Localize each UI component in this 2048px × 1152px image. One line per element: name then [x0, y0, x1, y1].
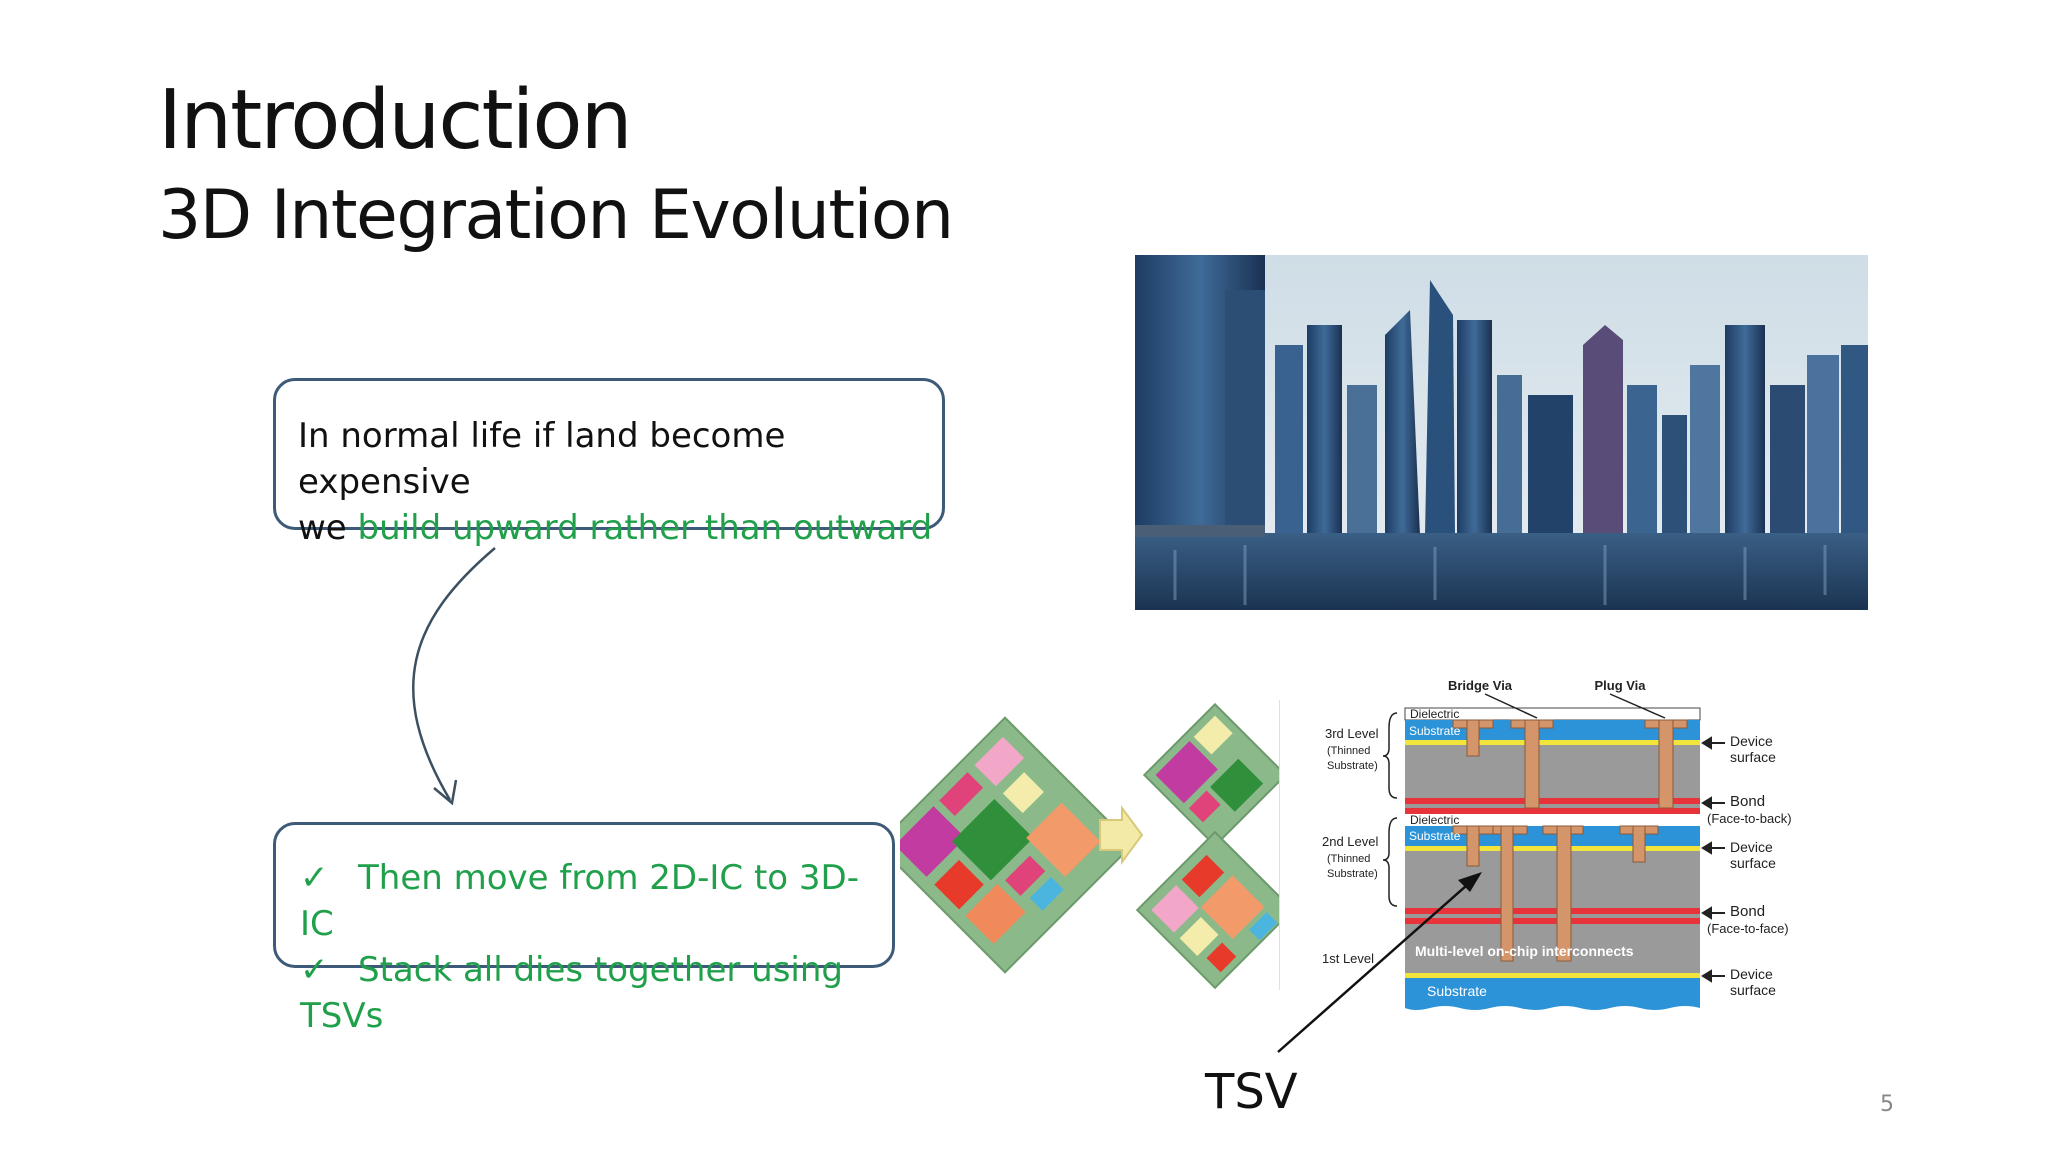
page-number: 5: [1880, 1092, 1894, 1117]
analogy-line-2-prefix: we: [298, 508, 358, 548]
face-to-face-label: (Face-to-face): [1707, 921, 1789, 936]
chip-stacking-illustration: [900, 700, 1280, 990]
checklist-item-text: Then move from 2D-IC to 3D-IC: [300, 858, 859, 944]
tsv-label: TSV: [1205, 1064, 1298, 1120]
curved-arrow-icon: [411, 547, 496, 806]
level2-label-substrate: Substrate): [1327, 868, 1378, 880]
interconnects-label: Multi-level on-chip interconnects: [1415, 943, 1634, 959]
analogy-line-1: In normal life if land become expensive: [298, 416, 786, 502]
substrate-label: Substrate: [1409, 724, 1461, 738]
surface-label: surface: [1730, 749, 1776, 765]
device-label: Device: [1730, 733, 1773, 749]
checkmark-icon: ✓: [300, 858, 329, 898]
city-skyline-image: [1135, 255, 1868, 610]
dielectric-label: Dielectric: [1410, 813, 1459, 827]
analogy-line-2: we build upward rather than outward: [298, 505, 942, 551]
level3-label-substrate: Substrate): [1327, 760, 1378, 772]
bond-label: Bond: [1730, 903, 1765, 920]
device-label: Device: [1730, 966, 1773, 982]
analogy-highlight: build upward rather than outward: [357, 508, 933, 548]
slide-subtitle: 3D Integration Evolution: [158, 176, 954, 255]
surface-label: surface: [1730, 855, 1776, 871]
slide-title: Introduction: [158, 73, 633, 168]
analogy-text-box: In normal life if land become expensive …: [273, 378, 945, 548]
face-to-back-label: (Face-to-back): [1707, 811, 1792, 826]
checkmark-icon: ✓: [300, 950, 329, 990]
3d-ic-cross-section-diagram: Bridge Via Plug Via Dielectric Substrate…: [1322, 678, 1792, 1010]
level1-label: 1st Level: [1322, 951, 1374, 966]
checklist-box: ✓Then move from 2D-IC to 3D-IC ✓Stack al…: [273, 822, 895, 1036]
bridge-via-label: Bridge Via: [1448, 678, 1513, 693]
checklist-item: ✓Stack all dies together using TSVs: [300, 947, 892, 1039]
device-label: Device: [1730, 839, 1773, 855]
dielectric-label: Dielectric: [1410, 707, 1459, 721]
surface-label: surface: [1730, 982, 1776, 998]
level2-label: 2nd Level: [1322, 834, 1378, 849]
bond-label: Bond: [1730, 793, 1765, 810]
substrate-label: Substrate: [1409, 829, 1461, 843]
level3-label: 3rd Level: [1325, 726, 1379, 741]
level3-label-thinned: (Thinned: [1327, 745, 1370, 757]
checklist-item: ✓Then move from 2D-IC to 3D-IC: [300, 855, 892, 947]
substrate-label: Substrate: [1427, 983, 1487, 999]
plug-via-label: Plug Via: [1594, 678, 1646, 693]
checklist-item-text: Stack all dies together using TSVs: [300, 950, 843, 1036]
level2-label-thinned: (Thinned: [1327, 853, 1370, 865]
tsv-pointer-arrow-icon: [1277, 872, 1482, 1053]
